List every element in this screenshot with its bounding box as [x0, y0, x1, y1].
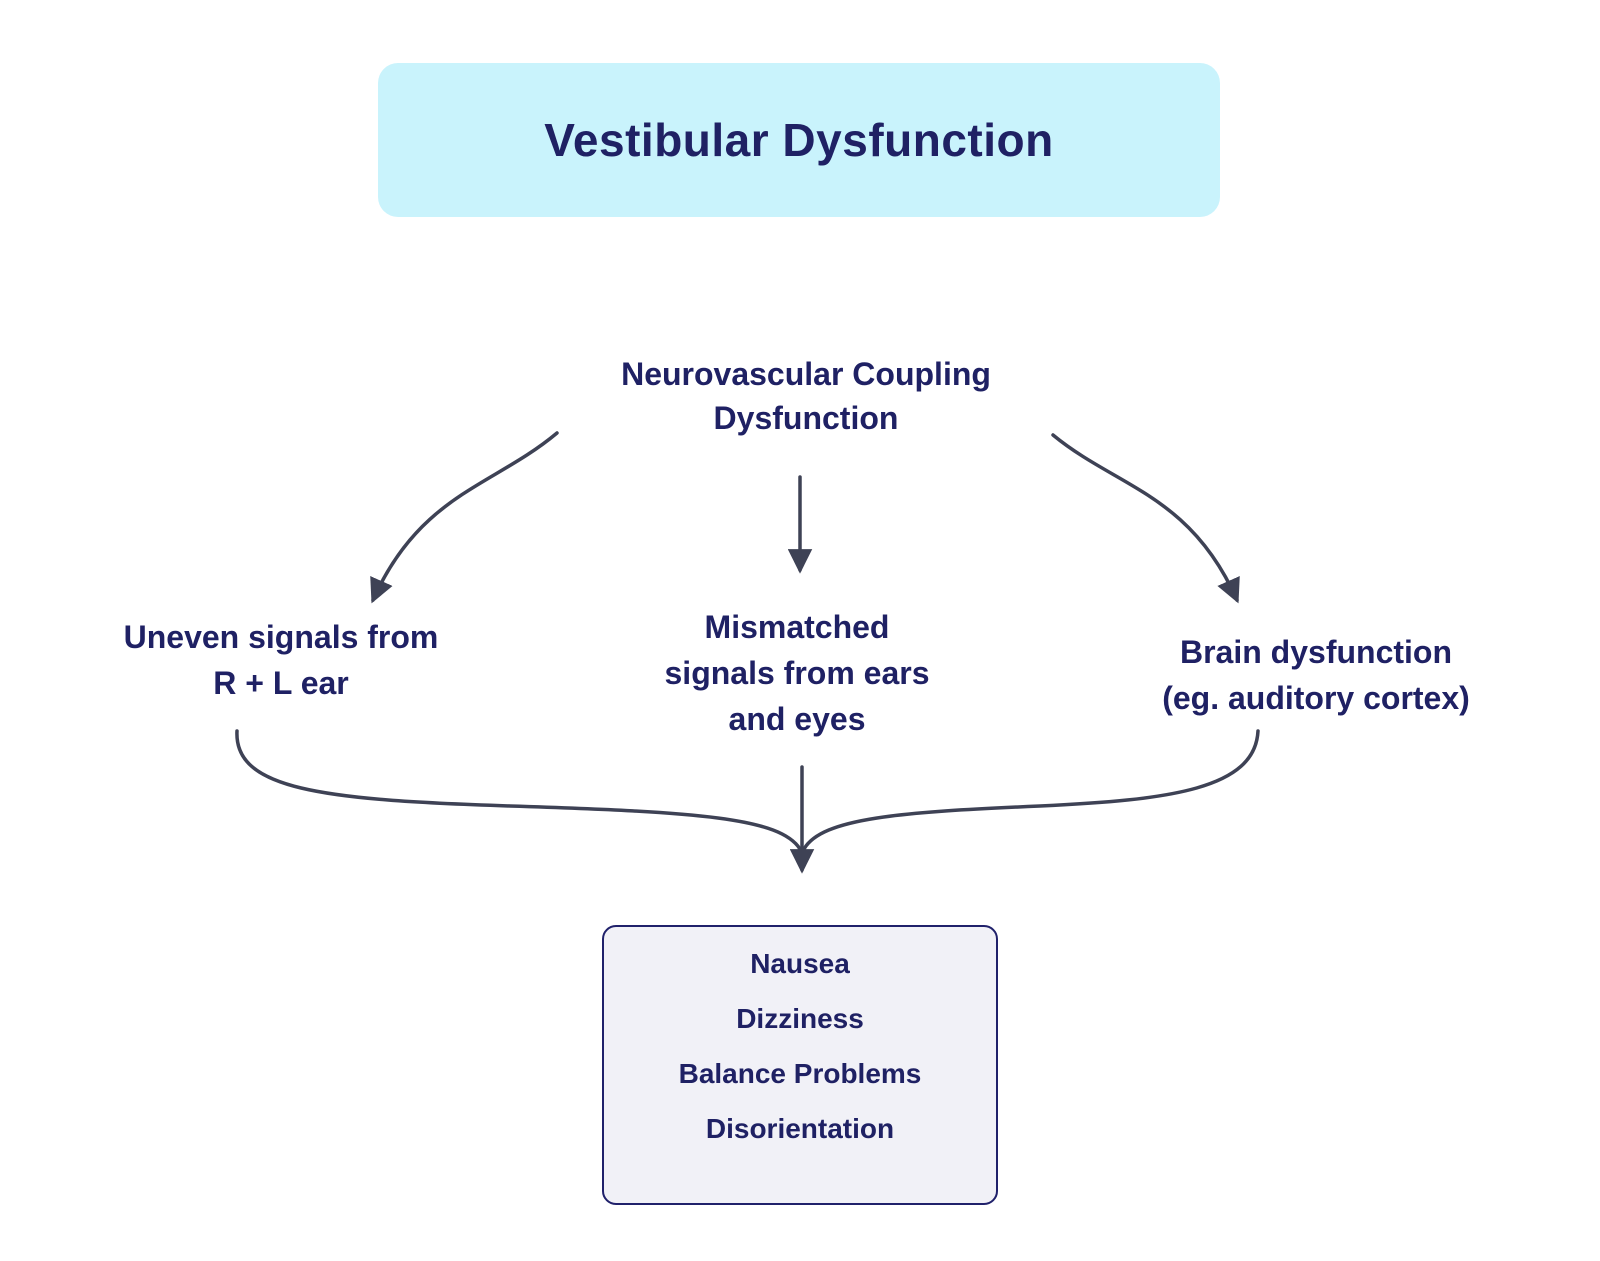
outcome-box: Nausea Dizziness Balance Problems Disori…: [602, 925, 998, 1205]
outcome-item-disorientation: Disorientation: [705, 1112, 895, 1144]
node-mismatched-signals: Mismatched signals from ears and eyes: [664, 609, 930, 737]
node-brain-dysfunction: Brain dysfunction (eg. auditory cortex): [1162, 634, 1470, 716]
outcome-item-dizziness: Dizziness: [736, 1002, 864, 1034]
edge-left-to-outcome: [235, 729, 802, 851]
outcome-item-balance-problems: Balance Problems: [678, 1057, 922, 1089]
edge-right-to-outcome: [802, 729, 1260, 851]
node-uneven-signals: Uneven signals from R + L ear: [123, 619, 439, 701]
edge-root-to-left-arrow: [370, 431, 559, 604]
title-box: Vestibular Dysfunction: [378, 63, 1220, 217]
node-neurovascular-coupling-dysfunction: Neurovascular Coupling Dysfunction: [621, 356, 991, 436]
page-title: Vestibular Dysfunction: [544, 114, 1054, 166]
outcome-item-nausea: Nausea: [750, 947, 850, 979]
edge-root-to-right-arrow: [1051, 433, 1240, 604]
